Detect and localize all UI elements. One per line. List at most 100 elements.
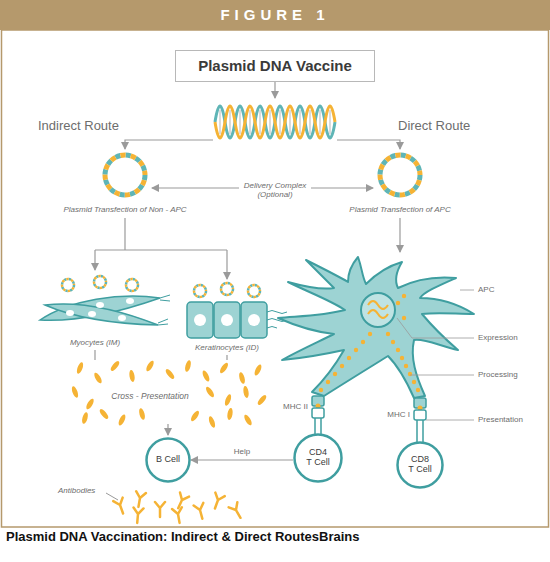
- apc-cell-part-part: [402, 294, 406, 298]
- antigen-cloud-part: [109, 360, 121, 372]
- route-arrows-part: [399, 218, 400, 252]
- antigen-cloud-part: [208, 416, 217, 429]
- myocytes-part: [96, 302, 104, 308]
- cell-circle: [295, 435, 342, 482]
- apc-cell-part-part: [396, 348, 400, 352]
- apc-cell: [278, 257, 474, 398]
- antigen-cloud-part: [253, 364, 263, 377]
- keratinocytes-part: [214, 302, 240, 338]
- plasmid-ring-part: [105, 155, 145, 195]
- cd8-t-cell: CD8 T Cell: [396, 441, 444, 489]
- antibodies-part: [210, 493, 225, 511]
- antigen-cloud-part: [242, 386, 249, 399]
- keratinocytes-part: [221, 314, 233, 326]
- plasmid-ring-part: [380, 155, 420, 195]
- node-content: Plasmid DNA Vaccine: [176, 51, 374, 81]
- apc-cell-part-part: [408, 372, 412, 376]
- myocytes: [40, 276, 170, 325]
- dna-helix-part: [215, 106, 335, 138]
- route-arrows-part: [226, 355, 227, 360]
- vaccine-box: Plasmid DNA Vaccine: [175, 50, 375, 82]
- myocytes-part: [94, 276, 106, 288]
- apc-cell-part-part: [396, 301, 400, 305]
- antigen-cloud-part: [117, 414, 127, 427]
- apc-cell-part-part: [326, 380, 330, 384]
- annotation-label: Cross - Presentation: [95, 391, 205, 401]
- apc-cell-part-part: [319, 388, 323, 392]
- annotation-label: MHC I: [360, 410, 410, 419]
- node-content: CD8 T Cell: [396, 441, 444, 489]
- antigen-cloud-part: [71, 386, 80, 399]
- mhc-receptors: [312, 396, 426, 442]
- cell-circle: [398, 443, 443, 488]
- node-label: CD8 T Cell: [408, 455, 433, 475]
- antigen-cloud-part: [98, 408, 110, 420]
- figure-frame: [2, 30, 549, 527]
- myocytes-part: [88, 311, 96, 317]
- header-band: FIGURE 1: [0, 0, 550, 30]
- apc-cell-part-part: [386, 332, 390, 336]
- apc-cell-part: [361, 293, 395, 327]
- help-arrow: [191, 459, 293, 460]
- route-arrows-part: [95, 249, 227, 250]
- keratinocytes-part: [194, 285, 206, 297]
- annotation-label: APC: [478, 285, 544, 294]
- route-arrows-part: [226, 250, 227, 279]
- antigen-cloud-part: [76, 362, 85, 375]
- apc-cell-part-part: [354, 348, 358, 352]
- annotation-label: Expression: [478, 333, 544, 342]
- antigen-cloud-part: [224, 394, 233, 407]
- antigen-cloud-part: [226, 408, 233, 421]
- keratinocytes-part: [248, 285, 260, 297]
- leader-lines-part: [460, 290, 474, 291]
- antigen-cloud-part: [164, 368, 176, 380]
- annotation-label: Delivery Complex (Optional): [241, 181, 309, 199]
- antigen-cloud-part: [243, 414, 253, 427]
- leader-lines: [397, 290, 474, 420]
- antibodies-part: [172, 507, 184, 524]
- antigen-cloud-part: [184, 360, 192, 373]
- apc-cell-part: [278, 257, 474, 398]
- keratinocytes-part: [187, 302, 213, 338]
- antibodies-part: [106, 493, 118, 500]
- plasmid-ring-part: [380, 155, 420, 195]
- leader-lines-part: [410, 375, 474, 376]
- antibodies-part: [155, 502, 165, 517]
- antigen-cloud-part: [138, 408, 146, 421]
- node-content: CD4 T Cell: [293, 433, 343, 483]
- annotation-label: Antibodies: [58, 486, 118, 495]
- node-label: B Cell: [148, 455, 188, 465]
- antibodies: [106, 491, 245, 524]
- keratinocytes: [187, 283, 287, 338]
- antigen-cloud-part: [256, 394, 268, 406]
- annotation-label: Keratinocytes (ID): [177, 343, 277, 352]
- myocytes-part: [126, 279, 138, 291]
- apc-cell-part: [319, 294, 420, 392]
- route-arrows: [95, 82, 400, 435]
- apc-cell-part-part: [404, 364, 408, 368]
- annotation-label: Myocytes (IM): [45, 338, 145, 347]
- antigen-cloud-part: [205, 386, 216, 399]
- antigen-cloud: [71, 360, 268, 429]
- leader-lines-part: [426, 420, 474, 421]
- keratinocytes-part: [221, 283, 233, 295]
- myocytes-part: [66, 310, 74, 316]
- apc-cell-part-part: [416, 388, 420, 392]
- apc-cell-part-part: [402, 316, 406, 320]
- myocytes-part: [62, 279, 74, 291]
- antigen-cloud-part: [219, 362, 230, 375]
- annotation-label: Plasmid Transfection of APC: [330, 205, 470, 214]
- figure-title: FIGURE 1: [220, 6, 329, 23]
- antibodies-part: [134, 491, 146, 508]
- mhc-receptors-part: [312, 408, 324, 418]
- plasmid-ring: [105, 155, 145, 195]
- annotation-label: Indirect Route: [38, 118, 138, 133]
- apc-cell-part-part: [368, 332, 372, 336]
- annotation-label: Direct Route: [398, 118, 498, 133]
- edge-label: Help: [212, 447, 272, 456]
- myocytes-part: [126, 298, 134, 304]
- mhc-receptors-part: [417, 420, 423, 442]
